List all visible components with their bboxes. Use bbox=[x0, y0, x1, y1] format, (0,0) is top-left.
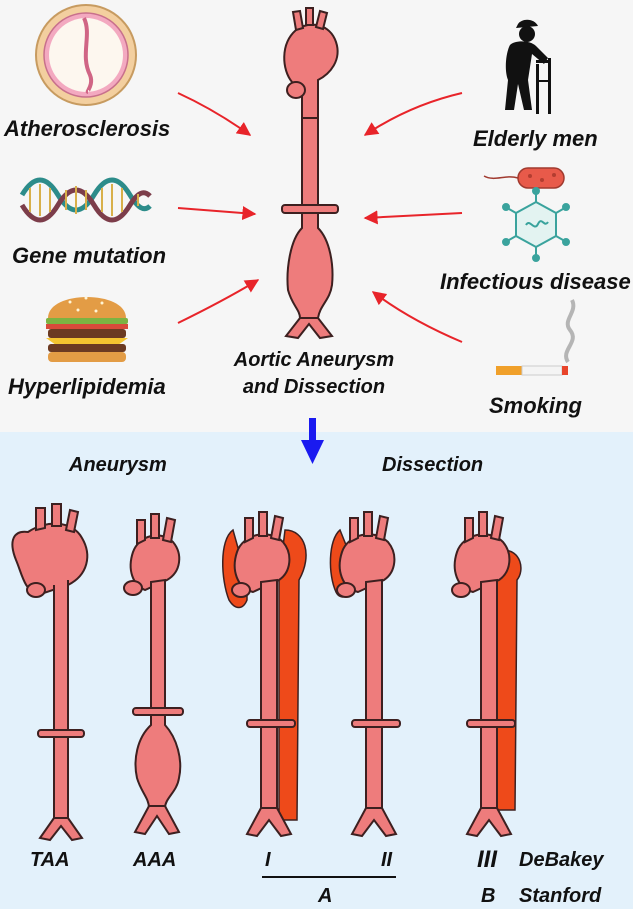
label-debakey-ii: II bbox=[381, 849, 393, 871]
label-hyperlipidemia: Hyperlipidemia bbox=[8, 374, 166, 399]
classification-panel bbox=[0, 432, 633, 909]
aorta-dissection-i bbox=[222, 511, 307, 838]
label-debakey-i: I bbox=[265, 849, 271, 871]
aorta-dissection-ii bbox=[329, 511, 401, 838]
aorta-dissection-iii bbox=[451, 511, 522, 838]
label-taa: TAA bbox=[30, 849, 70, 871]
aorta-aaa bbox=[123, 513, 184, 836]
label-gene-mutation: Gene mutation bbox=[12, 243, 167, 268]
risk-arrows bbox=[177, 92, 463, 343]
cigarette-icon bbox=[496, 299, 576, 376]
label-smoking: Smoking bbox=[489, 393, 582, 418]
center-title-line1: Aortic Aneurysm bbox=[233, 349, 395, 371]
dna-icon bbox=[19, 177, 152, 223]
section-dissection: Dissection bbox=[382, 454, 484, 476]
central-aorta-illustration bbox=[281, 7, 339, 340]
virus-icon bbox=[502, 187, 570, 262]
atherosclerosis-icon bbox=[35, 4, 137, 106]
label-elderly-men: Elderly men bbox=[473, 126, 598, 151]
bacterium-icon bbox=[483, 167, 565, 189]
label-stanford: Stanford bbox=[519, 885, 602, 907]
down-arrow-icon bbox=[301, 418, 324, 464]
label-infectious-disease: Infectious disease bbox=[440, 269, 631, 294]
aorta-taa bbox=[11, 503, 89, 842]
center-title-line2: and Dissection bbox=[242, 376, 386, 398]
elderly-man-icon bbox=[505, 19, 551, 114]
label-stanford-b: B bbox=[481, 885, 496, 907]
label-debakey: DeBakey bbox=[519, 849, 604, 871]
label-atherosclerosis: Atherosclerosis bbox=[4, 116, 171, 141]
label-aaa: AAA bbox=[133, 849, 177, 871]
label-stanford-a: A bbox=[318, 885, 333, 907]
label-debakey-iii: III bbox=[477, 846, 498, 873]
burger-icon bbox=[46, 296, 128, 362]
section-aneurysm: Aneurysm bbox=[69, 454, 167, 476]
